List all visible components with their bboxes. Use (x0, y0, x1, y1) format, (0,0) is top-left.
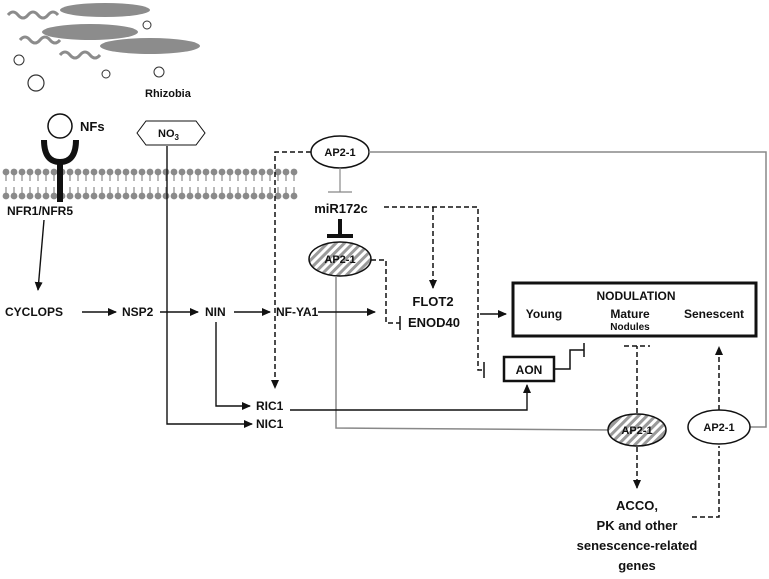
ap2-1-right-label: AP2-1 (703, 422, 734, 434)
receptor-icon (41, 139, 79, 166)
mature-label: Mature (610, 307, 650, 321)
pk-label: PK and other (597, 518, 678, 533)
ap2-1-middle-ellipse (308, 241, 372, 277)
ap2-1-middle-label: AP2-1 (324, 254, 355, 266)
ap2-1-top-label: AP2-1 (324, 147, 355, 159)
mir172c-label: miR172c (314, 201, 367, 216)
nodulation-label: NODULATION (596, 289, 675, 303)
senescence-genes-label: senescence-related (577, 538, 698, 553)
aon-box (502, 355, 556, 383)
aon-label: AON (516, 363, 543, 377)
rhizobia-label: Rhizobia (145, 88, 192, 100)
senescent-label: Senescent (684, 307, 744, 321)
cell-membrane (2, 168, 298, 200)
nfs-label: NFs (80, 119, 105, 134)
ap2-1-lower-hatched-label: AP2-1 (621, 425, 652, 437)
ric1-label: RIC1 (256, 399, 284, 413)
nodules-label: Nodules (610, 322, 650, 333)
flot2-label: FLOT2 (412, 294, 453, 309)
acco-label: ACCO, (616, 498, 658, 513)
nfr1-nfr5-label: NFR1/NFR5 (7, 204, 73, 218)
nitrate-hexagon (136, 120, 206, 146)
nod-factor-icon (47, 113, 73, 139)
rhizobia-bacteria-icon (6, 3, 200, 92)
nf-ya1-label: NF-YA1 (276, 305, 319, 319)
no3-label: NO3 (158, 128, 180, 142)
genes-label: genes (618, 558, 656, 573)
nodulation-box (511, 281, 758, 338)
young-label: Young (526, 307, 562, 321)
cyclops-label: CYCLOPS (5, 305, 63, 319)
enod40-label: ENOD40 (408, 315, 460, 330)
ap2-1-lower-hatched-ellipse (607, 413, 667, 447)
nic1-label: NIC1 (256, 417, 284, 431)
nin-label: NIN (205, 305, 226, 319)
nsp2-label: NSP2 (122, 305, 154, 319)
